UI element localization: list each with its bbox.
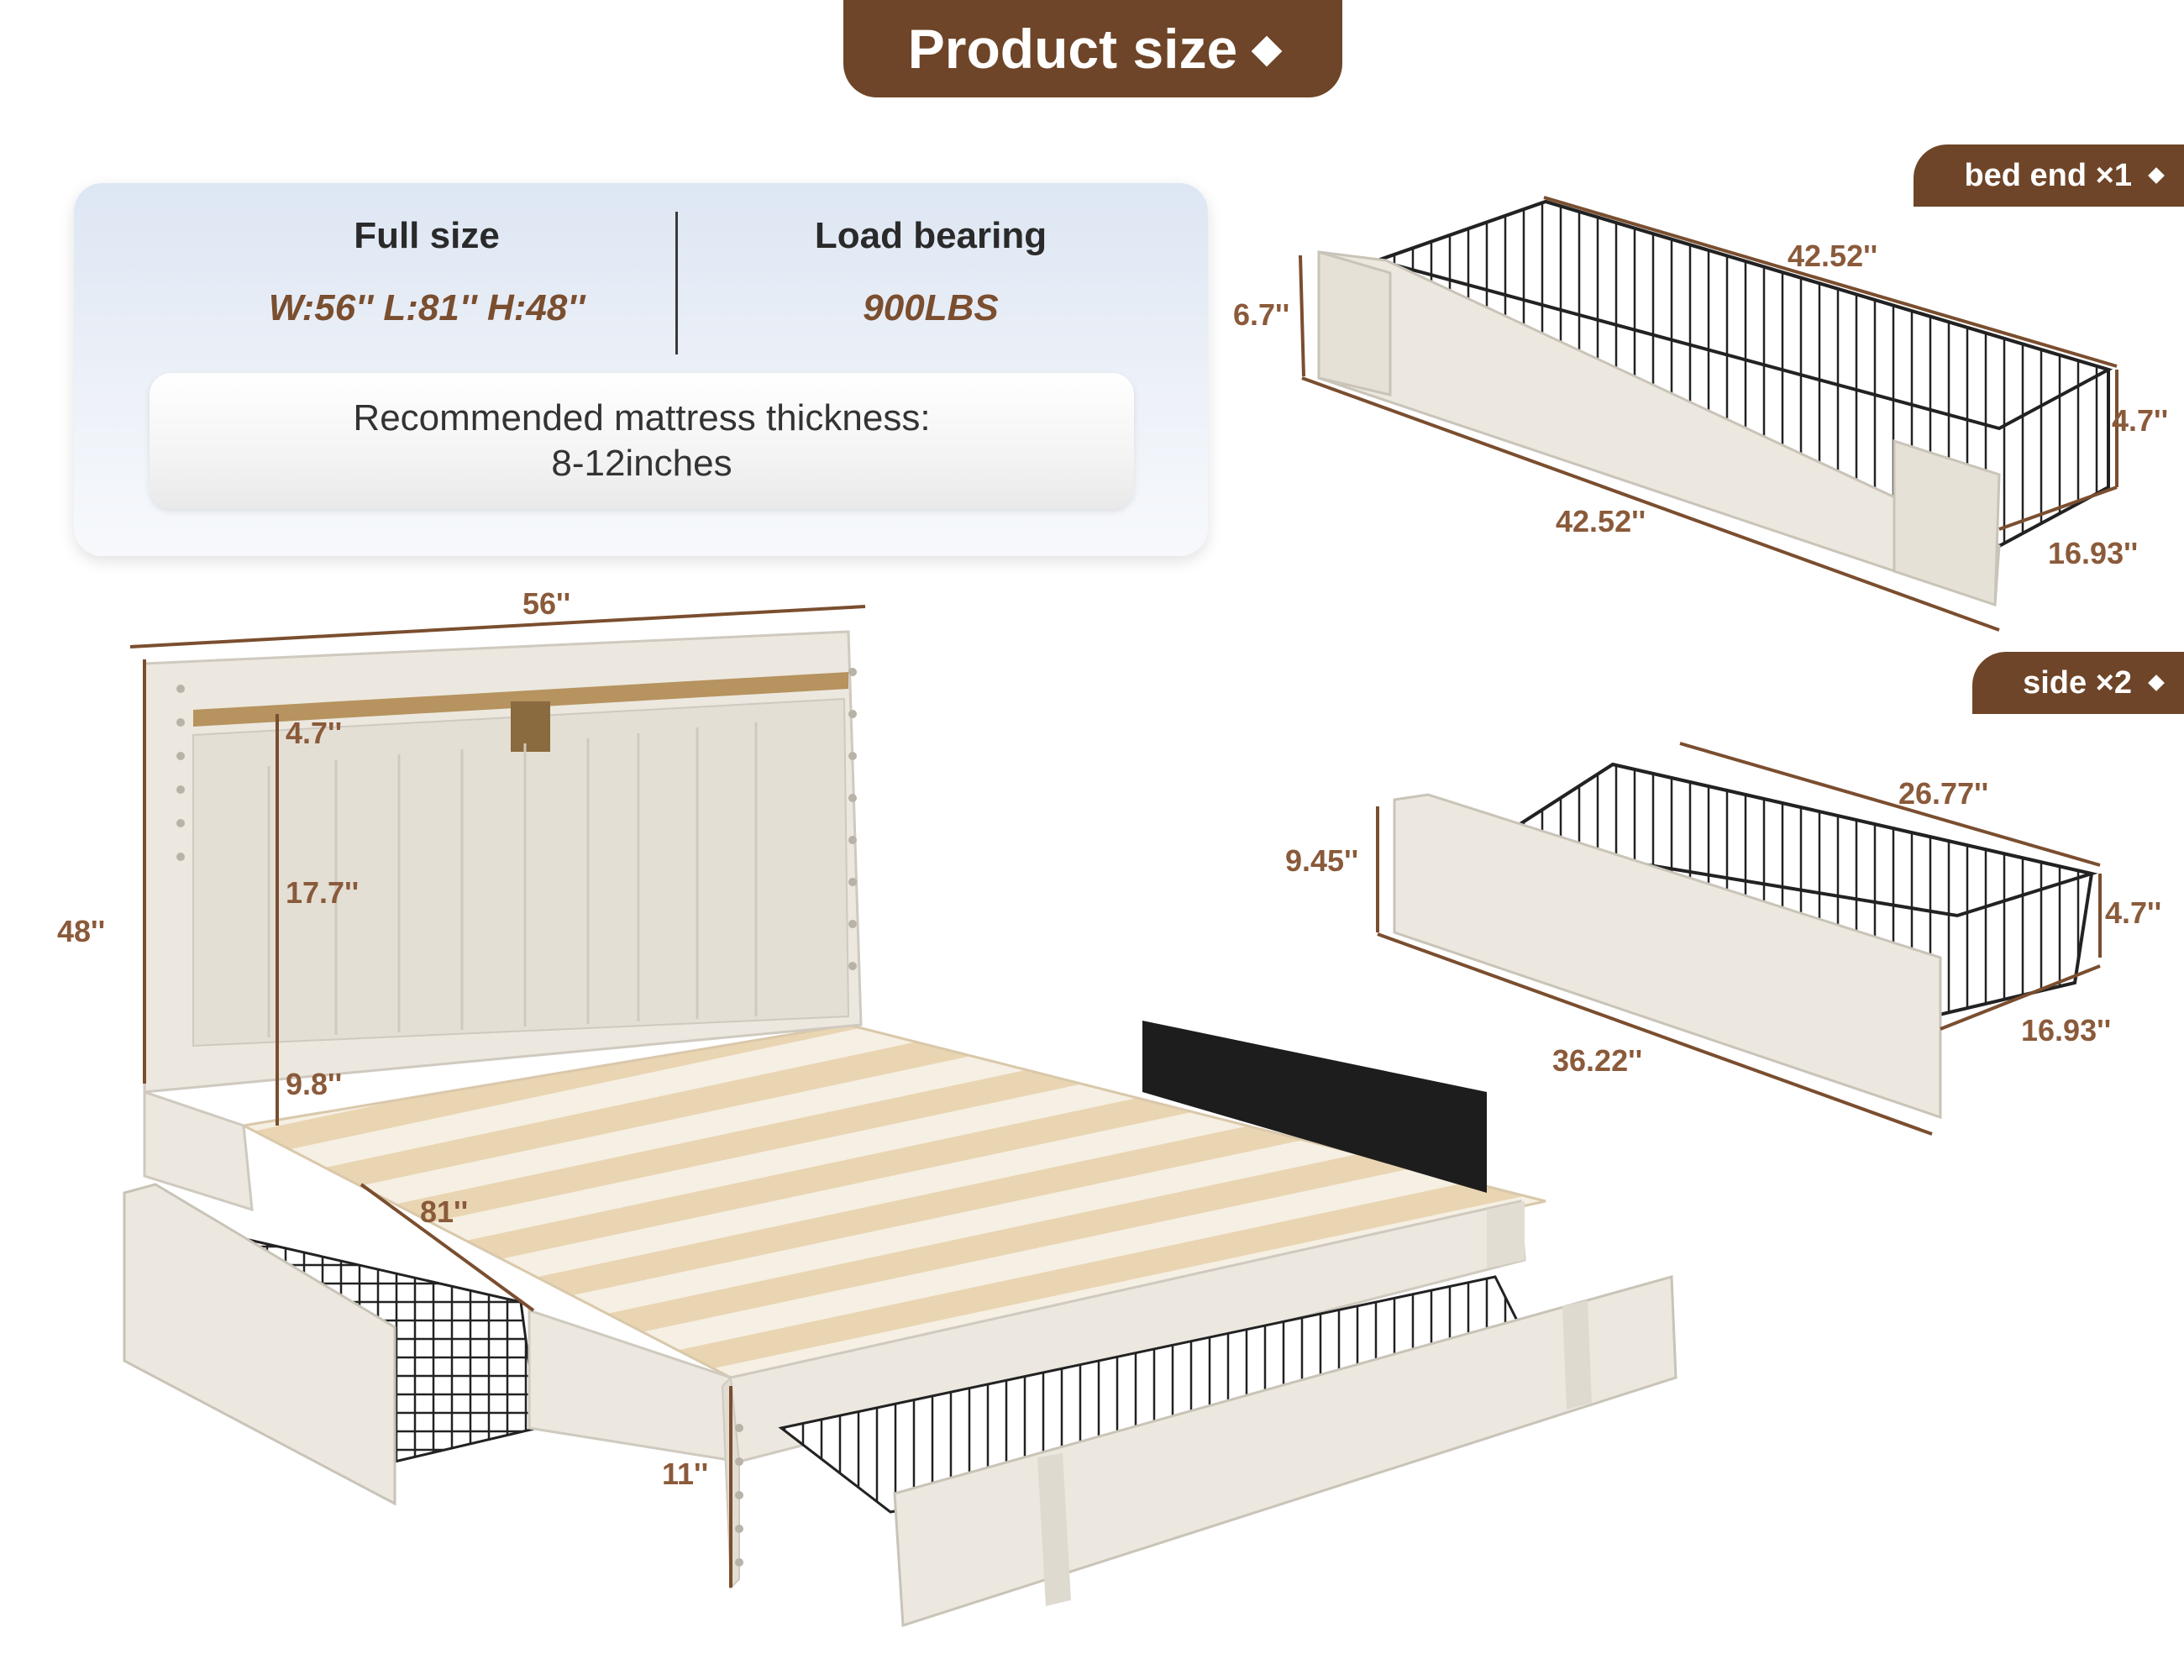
shelf-height: 4.7'' [286,716,343,750]
bed-end-tag-label: bed end ×1 [1964,157,2132,193]
mattress-line-2: 8-12inches [551,443,732,484]
side-length-bottom: 36.22'' [1552,1043,1643,1078]
page-title: Product size [907,18,1238,80]
side-tag: side ×2 [1972,652,2184,714]
side-tag-label: side ×2 [2023,664,2132,701]
bed-width: 56'' [522,586,571,621]
bed-end-tag: bed end ×1 [1914,144,2184,207]
spec-card: Full size W:56'' L:81'' H:48'' Load bear… [74,183,1208,556]
mattress-recommendation: Recommended mattress thickness: 8-12inch… [150,373,1134,509]
side-height-basket: 4.7'' [2105,895,2162,930]
footboard-height: 11'' [662,1457,709,1491]
bed-end-height-front: 6.7'' [1233,297,1290,332]
bed-end-length-bottom: 42.52'' [1556,504,1646,538]
bed-length: 81'' [420,1194,469,1229]
side-depth: 16.93'' [2021,1013,2112,1047]
load-value: 900LBS [863,287,999,328]
bed-height: 48'' [57,914,106,948]
bed-dimension-lines [129,605,866,1588]
bed-end-height-basket: 4.7'' [2112,403,2169,438]
bed-end-drawer [1317,199,2113,607]
side-height-front: 9.45'' [1285,843,1359,878]
side-dimension-lines [1376,742,2102,1136]
headboard-panel-height: 17.7'' [286,875,360,910]
bed-end-dimension-lines [1299,196,2118,632]
clearance-height: 9.8'' [286,1067,343,1101]
load-heading: Load bearing [814,215,1047,256]
side-drawer [1393,762,2098,1120]
side-length-top: 26.77'' [1898,776,1989,811]
mattress-line-1: Recommended mattress thickness: [353,397,931,438]
card-divider [675,212,678,354]
bed-end-length-top: 42.52'' [1788,239,1878,273]
size-value: W:56'' L:81'' H:48'' [268,287,585,328]
bed-end-depth: 16.93'' [2048,536,2139,570]
size-heading: Full size [354,215,500,256]
title-banner: Product size [843,0,1342,97]
bed-frame [123,630,1677,1628]
